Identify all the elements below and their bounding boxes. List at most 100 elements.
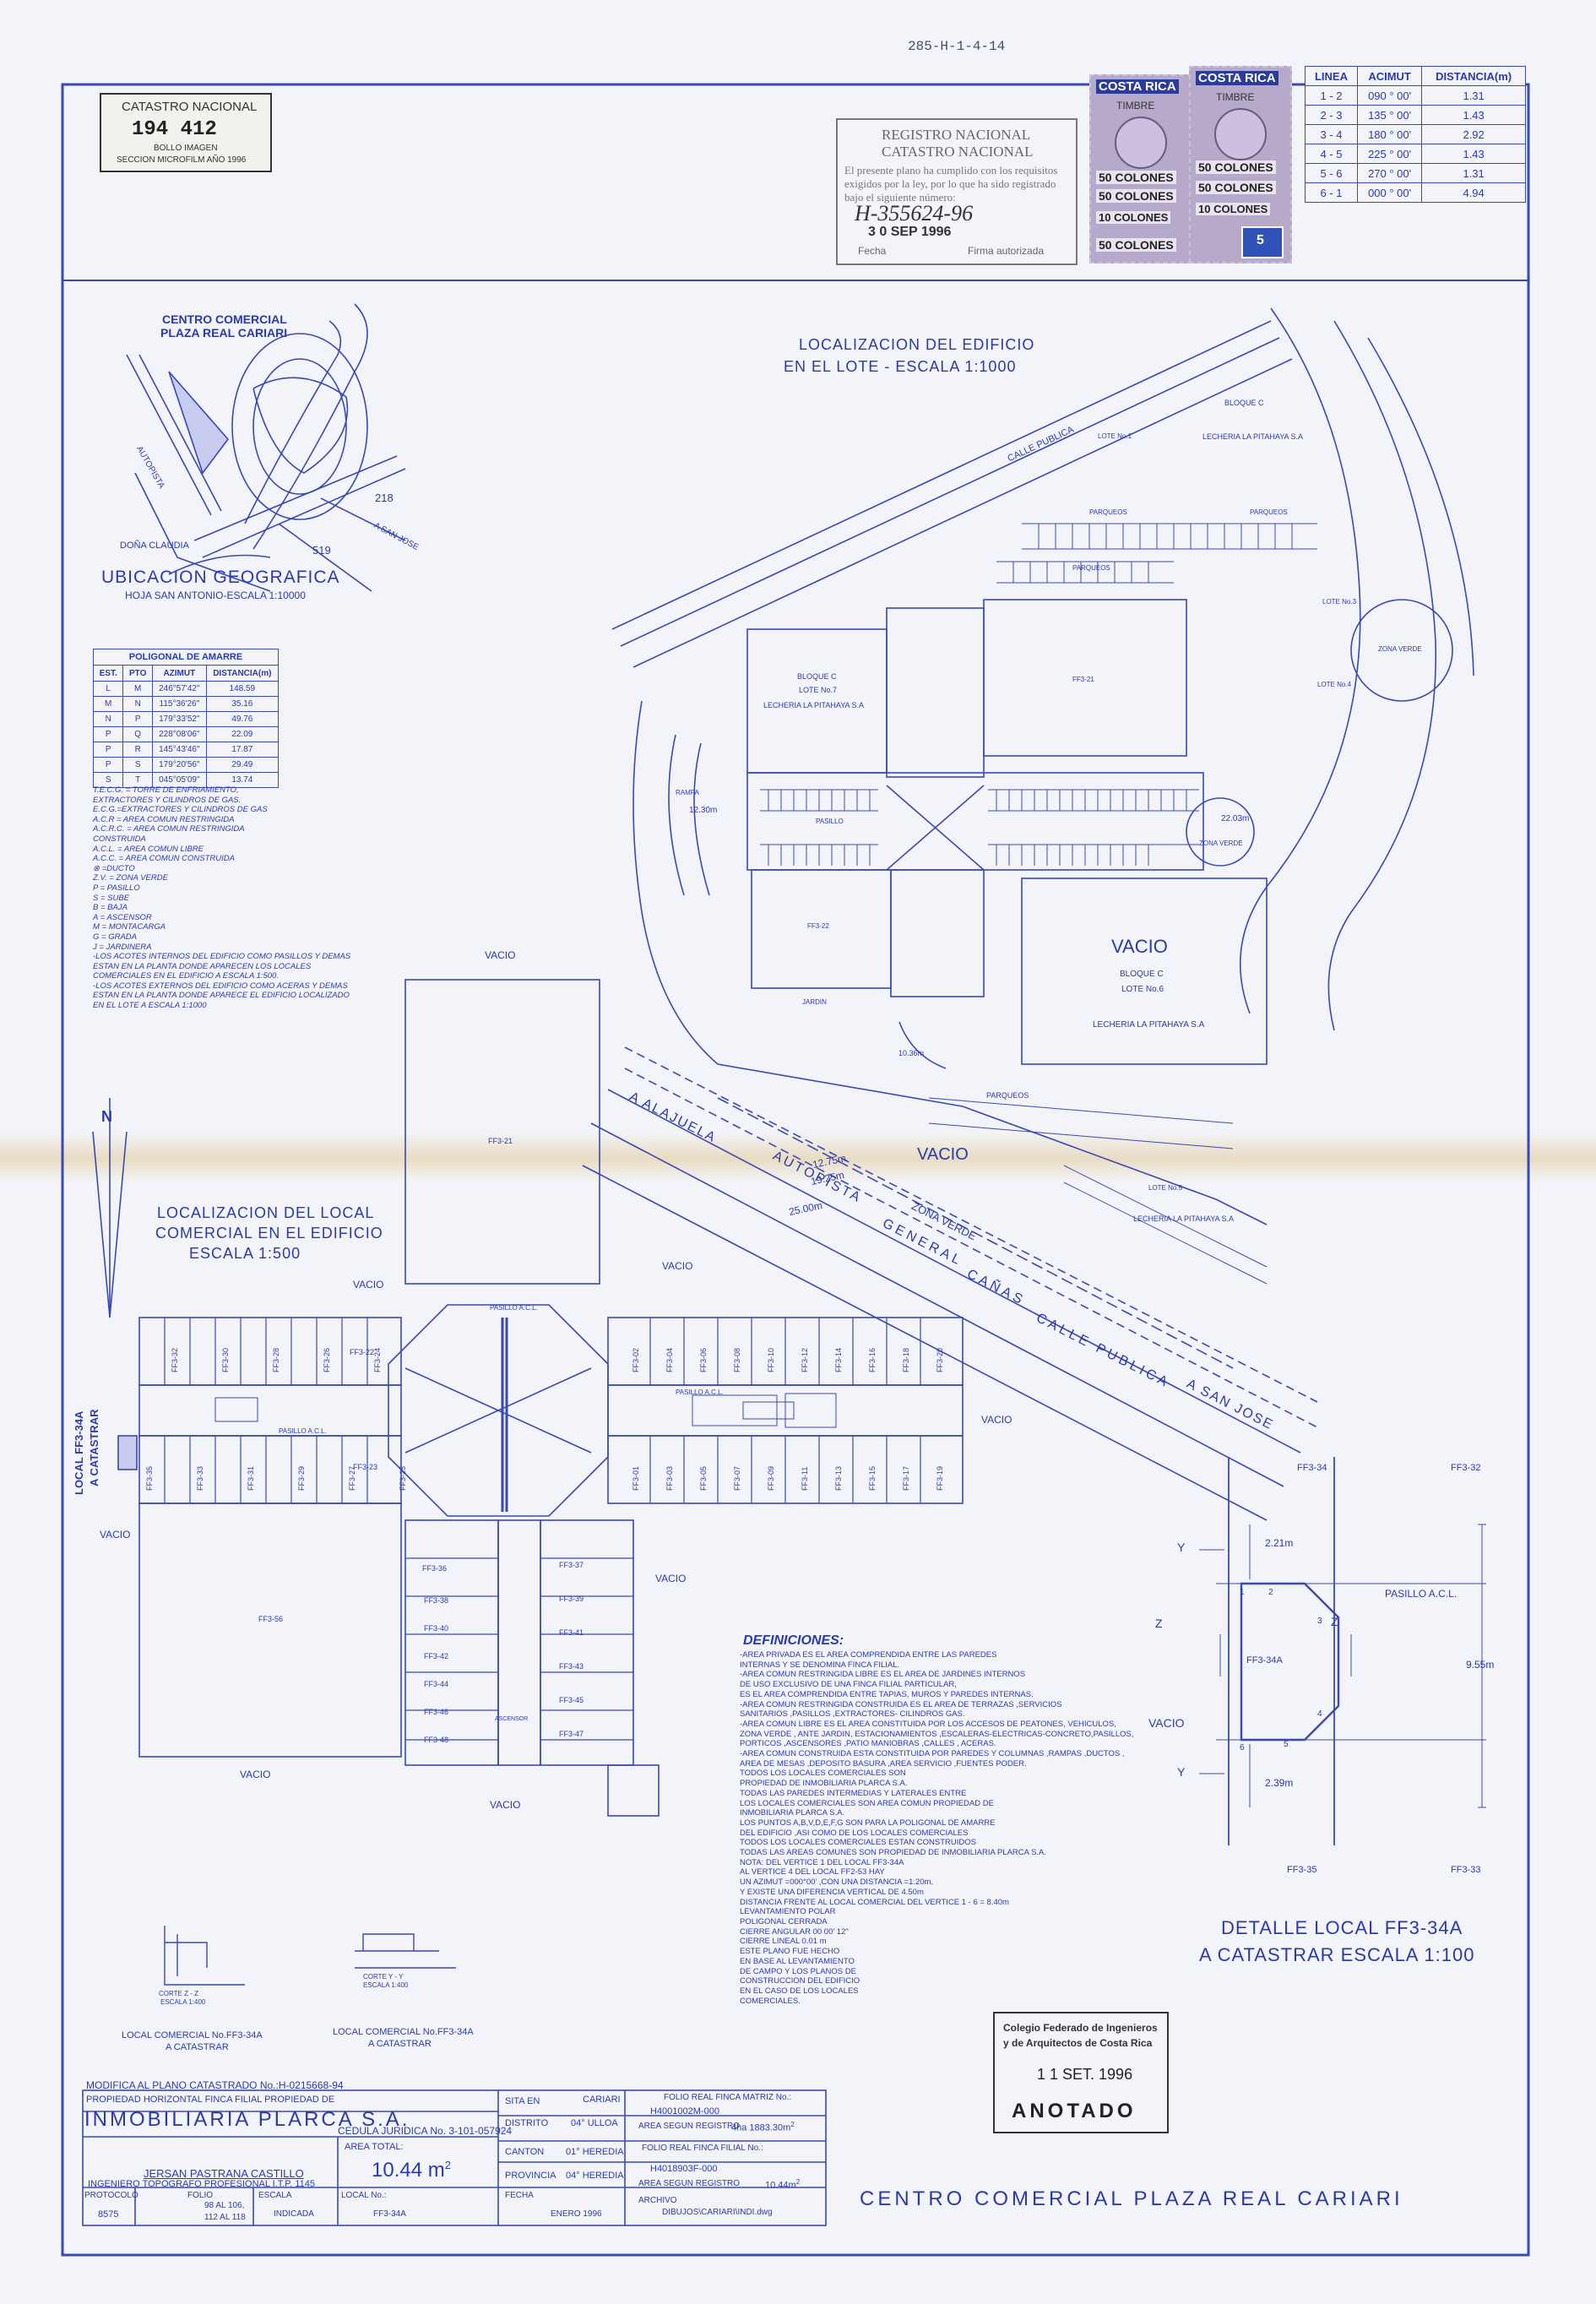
colegio-status: ANOTADO — [1012, 2100, 1137, 2122]
lot-lecheria-1: LECHERIA LA PITAHAYA S.A — [1202, 432, 1304, 441]
local-unit-label: FF3-13 — [834, 1465, 843, 1491]
definicion-line: TODAS LAS AREAS COMUNES SON PROPIEDAD DE… — [740, 1848, 1047, 1858]
poligonal-cell: 29.49 — [205, 757, 280, 773]
local-unit-label: FF3-30 — [221, 1347, 230, 1372]
area-registro2-label: AREA SEGUN REGISTRO — [638, 2179, 741, 2188]
definiciones-block: -AREA PRIVADA ES EL AREA COMPRENDIDA ENT… — [740, 1650, 1145, 2006]
revenue-stamp-1: COSTA RICA TIMBRE 50 COLONES 50 COLONES … — [1089, 74, 1192, 264]
canton-value: 01° HEREDIA — [566, 2147, 624, 2157]
ubicacion-title: UBICACION GEOGRAFICA — [101, 568, 340, 587]
definicion-line: CONSTRUCCION DEL EDIFICIO — [740, 1976, 860, 1986]
area-value: 10.44 m2 — [372, 2159, 451, 2182]
lot-d4: 22.03m — [1221, 814, 1250, 823]
canton-label: CANTON — [505, 2147, 545, 2157]
catastro-title: CATASTRO NACIONAL — [122, 100, 258, 114]
legend-line: A.C.C. = AREA COMUN CONSTRUIDA — [93, 854, 235, 864]
local-unit-label: FF3-08 — [733, 1347, 741, 1372]
definicion-line: -AREA COMUN RESTRINGIDA LIBRE ES EL AREA… — [740, 1670, 1026, 1680]
owner-name: INMOBILIARIA PLARCA S.A. — [84, 2108, 410, 2131]
local-unit-label: FF3-02 — [632, 1347, 640, 1372]
catastro-stamp: CATASTRO NACIONAL 194 412 BOLLO IMAGEN S… — [100, 93, 272, 172]
folio-value: 98 AL 106, — [204, 2201, 245, 2210]
registro-stamp: REGISTRO NACIONAL CATASTRO NACIONAL El p… — [836, 118, 1078, 265]
north-label: N — [101, 1108, 112, 1125]
legend-line: A = ASCENSOR — [93, 912, 152, 922]
poligonal-cell: 179°33'52" — [152, 711, 207, 727]
local-unit-label: FF3-41 — [559, 1628, 584, 1637]
definicion-line: TODAS LAS PAREDES INTERMEDIAS Y LATERALE… — [740, 1788, 967, 1798]
local-unit-label: FF3-33 — [196, 1465, 204, 1491]
title-block-lines — [82, 2089, 827, 2226]
stamp-brand-1: COSTA RICA — [1096, 79, 1179, 94]
detail-pasillo: PASILLO A.C.L. — [1385, 1588, 1458, 1600]
area-registro2-number: 10.44m — [765, 2180, 796, 2191]
registro-plan-number: H-355624-96 — [855, 201, 974, 226]
lot-d6: 10.36m — [898, 1049, 925, 1057]
map-center-title2: PLAZA REAL CARIARI — [160, 326, 288, 340]
catastro-line1: BOLLO IMAGEN — [154, 144, 218, 153]
lot-lecheria-7: LECHERIA LA PITAHAYA S.A — [763, 701, 865, 709]
definicion-line: LOS LOCALES COMERCIALES SON AREA COMUN P… — [740, 1798, 994, 1808]
distrito-value: 04° ULLOA — [571, 2118, 618, 2128]
distancia-header: DISTANCIA(m) — [205, 665, 280, 682]
lot-lote4: LOTE No.4 — [1317, 681, 1352, 688]
engineer-name: JERSAN PASTRANA CASTILLO — [144, 2167, 304, 2180]
section-drawings — [164, 1926, 456, 1986]
detail-v3: 3 — [1317, 1617, 1322, 1626]
corte-zz-caption2: A CATASTRAR — [166, 2042, 229, 2052]
definiciones-title: DEFINICIONES: — [743, 1633, 844, 1648]
local-title3: ESCALA 1:500 — [189, 1245, 301, 1262]
poligonal-cell: R — [122, 742, 153, 758]
sita-value: CARIARI — [583, 2095, 621, 2105]
lot-pasillo: PASILLO — [816, 818, 844, 825]
linea-cell: 1.31 — [1421, 85, 1526, 106]
stamp-timbre-2: TIMBRE — [1216, 91, 1255, 103]
corte-yy-caption2: A CATASTRAR — [368, 2039, 432, 2049]
poligonal-cell: N — [92, 711, 124, 727]
poligonal-cell: 246°57'42" — [152, 681, 207, 697]
lot-bloque-c-6: BLOQUE C — [1120, 970, 1164, 979]
sita-label: SITA EN — [505, 2096, 540, 2106]
stamp-value-2c: 10 COLONES — [1196, 203, 1271, 215]
local-unit-label: FF3-12 — [801, 1347, 809, 1372]
poligonal-cell: 115°36'26" — [152, 696, 207, 712]
local-unit-label: FF3-26 — [323, 1347, 331, 1372]
stamp-value-1c: 10 COLONES — [1096, 211, 1171, 224]
detail-y-bot: Y — [1177, 1765, 1186, 1779]
local-unit-label: FF3-46 — [424, 1708, 449, 1716]
local-ff321: FF3-21 — [488, 1137, 513, 1145]
poligonal-cell: Q — [122, 726, 153, 742]
stamp-value-1b: 50 COLONES — [1096, 189, 1176, 203]
definicion-line: ES EL AREA COMPRENDIDA ENTRE TAPIAS, MUR… — [740, 1689, 1034, 1699]
archivo-label: ARCHIVO — [638, 2196, 677, 2205]
legend-line: EN EL LOTE A ESCALA 1:1000 — [93, 1001, 207, 1011]
legend-line: E.C.G.=EXTRACTORES Y CILINDROS DE GAS — [93, 805, 268, 815]
linea-cell: 6 - 1 — [1305, 182, 1358, 203]
definicion-line: -AREA COMUN LIBRE ES EL AREA CONSTITUIDA… — [740, 1719, 1116, 1729]
legend-line: COMERCIALES EN EL EDIFICIO A ESCALA 1:50… — [93, 971, 279, 981]
poligonal-cell: 17.87 — [205, 742, 280, 758]
local-unit-label: FF3-20 — [936, 1347, 944, 1372]
poligonal-cell: 145°43'46" — [152, 742, 207, 758]
propiedad-label: PROPIEDAD HORIZONTAL FINCA FILIAL PROPIE… — [86, 2095, 335, 2105]
local-unit-label: FF3-47 — [559, 1730, 584, 1738]
engineer-title: INGENIERO TOPOGRAFO PROFESIONAL I.T.P. 1… — [88, 2179, 315, 2189]
local-vacio-top: VACIO — [485, 949, 516, 961]
linea-cell: 225 ° 00' — [1356, 144, 1423, 164]
seal-icon — [1214, 108, 1267, 160]
local-title2: COMERCIAL EN EL EDIFICIO — [155, 1225, 383, 1242]
lot-bloque-c-7: BLOQUE C — [797, 672, 837, 681]
legend-line: EXTRACTORES Y CILINDROS DE GAS. — [93, 795, 242, 805]
detail-ff334: FF3-34 — [1297, 1463, 1327, 1473]
local-vacio-east: VACIO — [655, 1573, 687, 1584]
definicion-line: LEVANTAMIENTO POLAR — [740, 1907, 836, 1917]
registro-text: El presente plano ha cumplido con los re… — [844, 164, 1058, 204]
local-unit-label: FF3-10 — [767, 1347, 775, 1372]
local-unit-label: FF3-48 — [424, 1736, 449, 1744]
legend-line: ⊗ =DUCTO — [93, 863, 135, 873]
modifica-line: MODIFICA AL PLANO CATASTRADO No.:H-02156… — [86, 2079, 344, 2091]
stamp-value-2a: 50 COLONES — [1196, 160, 1276, 174]
poligonal-cell: T — [122, 772, 153, 788]
